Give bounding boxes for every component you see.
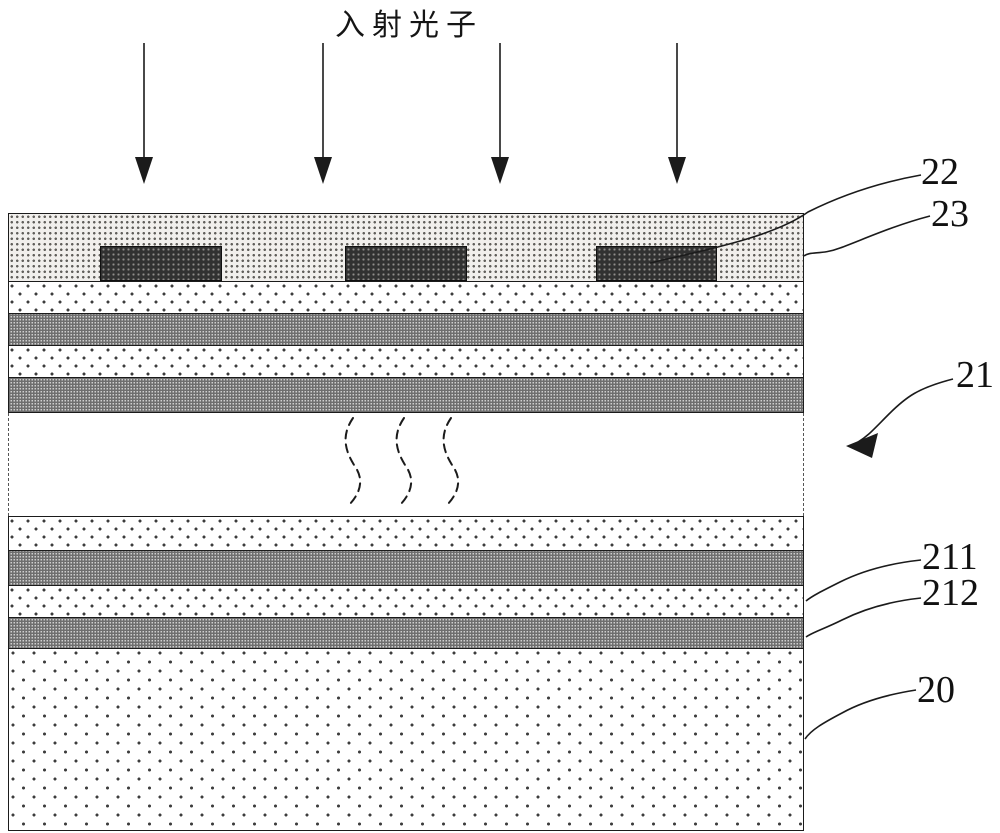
ref-label-23: 23 — [931, 193, 969, 235]
electrode-block-1 — [100, 246, 222, 281]
electrode-block-3 — [596, 246, 717, 281]
upper-mirror-dotted-layer-2 — [8, 345, 804, 378]
incident-photon-arrow-4 — [668, 43, 686, 184]
leader-arrow-21 — [846, 378, 954, 458]
lower-mirror-dotted-layer-2 — [8, 585, 804, 618]
leader-line-23 — [803, 215, 931, 257]
electrode-block-2 — [345, 246, 467, 281]
leader-line-211 — [805, 559, 922, 602]
ref-label-212: 212 — [922, 572, 979, 614]
break-region — [8, 413, 804, 516]
substrate-layer — [8, 648, 804, 831]
ref-label-21: 21 — [956, 354, 994, 396]
ref-label-211: 211 — [922, 536, 978, 578]
upper-mirror-dotted-layer-1 — [8, 281, 804, 314]
lower-mirror-dark-layer-1 — [8, 550, 804, 586]
leader-line-20 — [804, 689, 917, 740]
incident-photon-arrow-2 — [314, 43, 332, 184]
leader-line-212 — [805, 597, 922, 638]
incident-photons-title: 入射光子 — [335, 9, 483, 42]
lower-mirror-dark-layer-2 — [8, 617, 804, 649]
incident-photon-arrow-1 — [135, 43, 153, 184]
upper-mirror-dark-layer-1 — [8, 313, 804, 346]
top-window-layer — [8, 213, 804, 282]
incident-photon-arrow-3 — [491, 43, 509, 184]
lower-mirror-dotted-layer-1 — [8, 516, 804, 551]
ref-label-22: 22 — [921, 151, 959, 193]
upper-mirror-dark-layer-2 — [8, 377, 804, 413]
ref-label-20: 20 — [917, 669, 955, 711]
